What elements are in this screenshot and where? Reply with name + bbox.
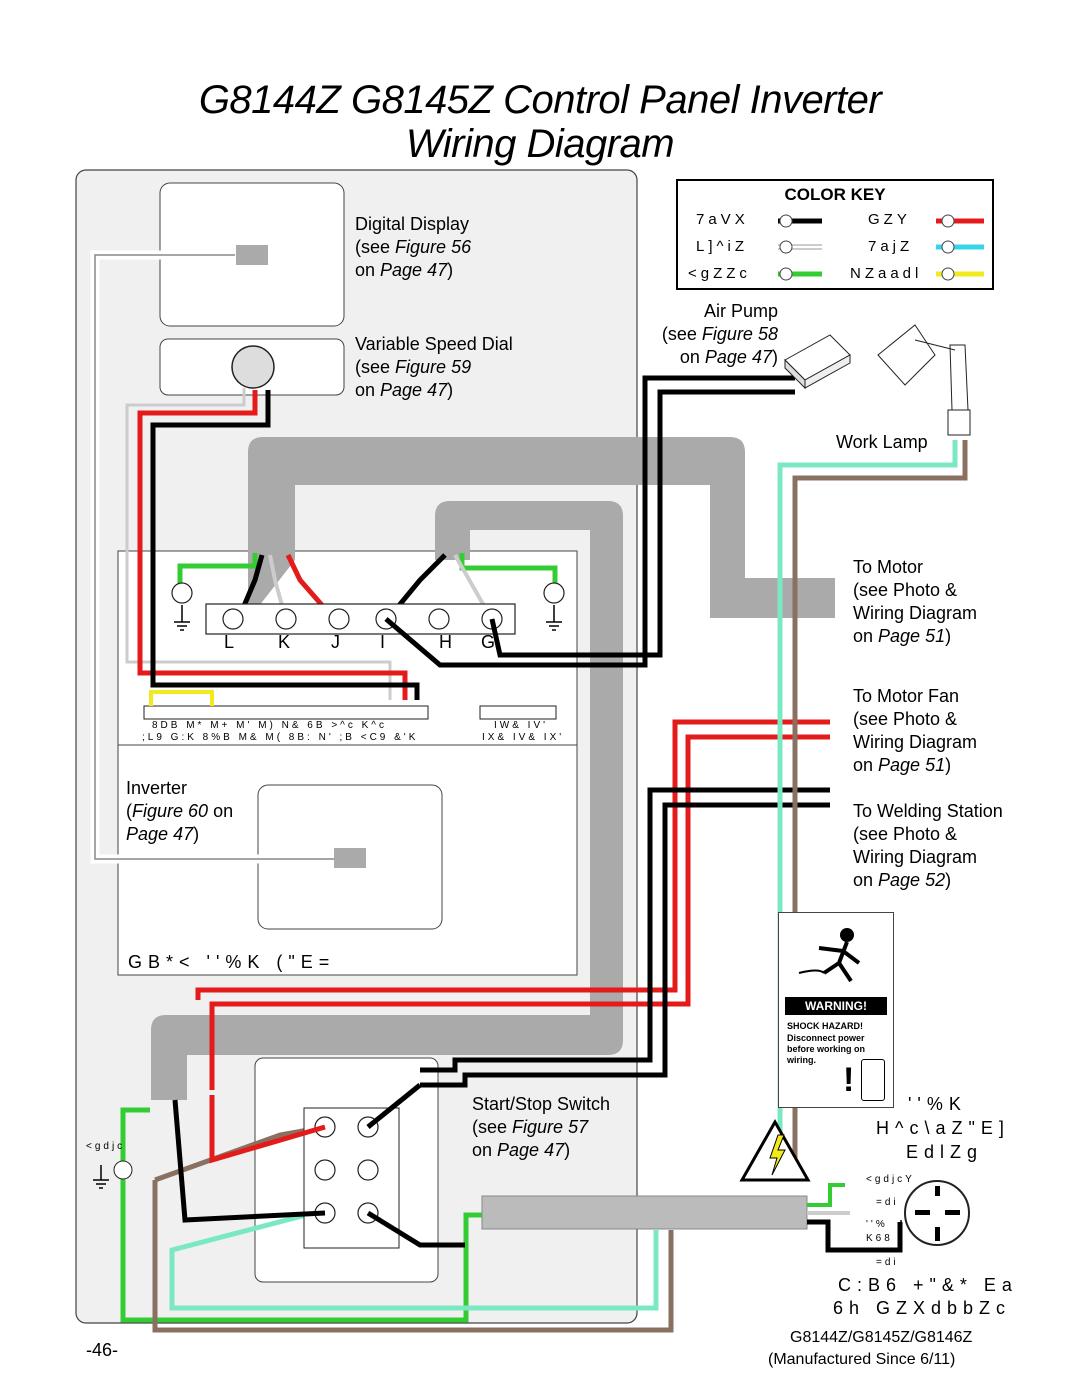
model-numbers: G8144Z/G8145Z/G8146Z <box>790 1329 973 1346</box>
warning-body: Disconnect power before working on wirin… <box>787 1033 866 1065</box>
key-label-white: L]^iZ <box>696 238 749 255</box>
digital-display-label: Digital Display (see Figure 56 on Page 4… <box>355 214 472 280</box>
color-key: COLOR KEY 7aVX L]^iZ <gZZc GZY 7ajZ NZaa… <box>676 179 994 290</box>
work-lamp-icon <box>877 324 971 436</box>
plug-label-3: EdlZg <box>906 1142 984 1162</box>
plug-label-2: H^c\aZ"E] <box>876 1118 1010 1138</box>
plug-caption-1: C:B6 +"&* Ea <box>838 1275 1018 1295</box>
air-pump-label: Air Pump (see Figure 58 on Page 47) <box>661 301 778 367</box>
terminal-letter: I <box>380 632 386 652</box>
plug-hot2: =di <box>876 1257 899 1268</box>
terminal-letter: K <box>278 632 291 652</box>
ground-label: <gdjc <box>86 1141 126 1152</box>
plug-caption-2: 6h GZXdbbZc <box>833 1298 1012 1318</box>
key-label-black: 7aVX <box>696 211 749 228</box>
start-stop-label: Start/Stop Switch (see Figure 57 on Page… <box>472 1094 611 1160</box>
color-key-swatches <box>778 214 984 281</box>
outlet-icon <box>861 1059 885 1101</box>
terminal-strip-right-top: IW& IV' <box>494 720 549 731</box>
plug-amp: K68 <box>866 1233 893 1244</box>
plug-hot1: =di <box>876 1197 899 1208</box>
terminal-letter: G <box>481 632 496 652</box>
page-number: -46- <box>86 1340 119 1360</box>
shock-warning-card: WARNING! SHOCK HAZARD! Disconnect power … <box>778 912 894 1108</box>
key-label-green: <gZZc <box>688 265 751 282</box>
color-key-title: COLOR KEY <box>784 185 886 204</box>
warning-banner: WARNING! <box>785 997 887 1015</box>
manufactured-since: (Manufactured Since 6/11) <box>768 1351 956 1368</box>
plug-face <box>904 1180 970 1246</box>
speed-dial-knob <box>231 345 275 389</box>
key-label-yellow: NZaadl <box>850 265 923 282</box>
terminal-letter: J <box>331 632 340 652</box>
plug-volt: ''% <box>866 1219 888 1230</box>
key-label-red: GZY <box>868 211 911 228</box>
plug-label-1: ''%K <box>908 1094 967 1114</box>
exclamation-icon: ! <box>843 1061 855 1099</box>
terminal-strip-top: 8DB M* M+ M' M) N& 6B >^c K^c <box>152 720 387 731</box>
page-title-line1: G8144Z G8145Z Control Panel Inverter <box>198 78 882 122</box>
terminal-strip-right-bottom: IX& IV& IX' <box>482 732 565 743</box>
terminal-strip-bottom: ;L9 G:K 8%B M& M( 8B: N' ;B <C9 &'K <box>142 732 419 743</box>
shock-figure-icon <box>798 928 861 983</box>
page-title-line2: Wiring Diagram <box>405 122 675 166</box>
terminal-letter: H <box>439 632 452 652</box>
inverter-panel-label: GB*< ''%K ("E= <box>128 952 336 972</box>
terminal-letter: L <box>224 632 235 652</box>
inverter-label: Inverter (Figure 60 on Page 47) <box>126 778 234 844</box>
work-lamp-label: Work Lamp <box>836 432 928 452</box>
plug-ground: <gdjcY <box>866 1174 915 1185</box>
key-label-cyan: 7ajZ <box>868 238 914 255</box>
speed-dial-label: Variable Speed Dial (see Figure 59 on Pa… <box>355 334 513 400</box>
to-welding-label: To Welding Station (see Photo & Wiring D… <box>853 801 1003 890</box>
to-motor-fan-label: To Motor Fan (see Photo & Wiring Diagram… <box>853 686 978 775</box>
air-pump-icon <box>784 334 851 390</box>
shock-hazard-text: SHOCK HAZARD! <box>787 1021 863 1031</box>
to-motor-label: To Motor (see Photo & Wiring Diagram on … <box>853 557 978 646</box>
